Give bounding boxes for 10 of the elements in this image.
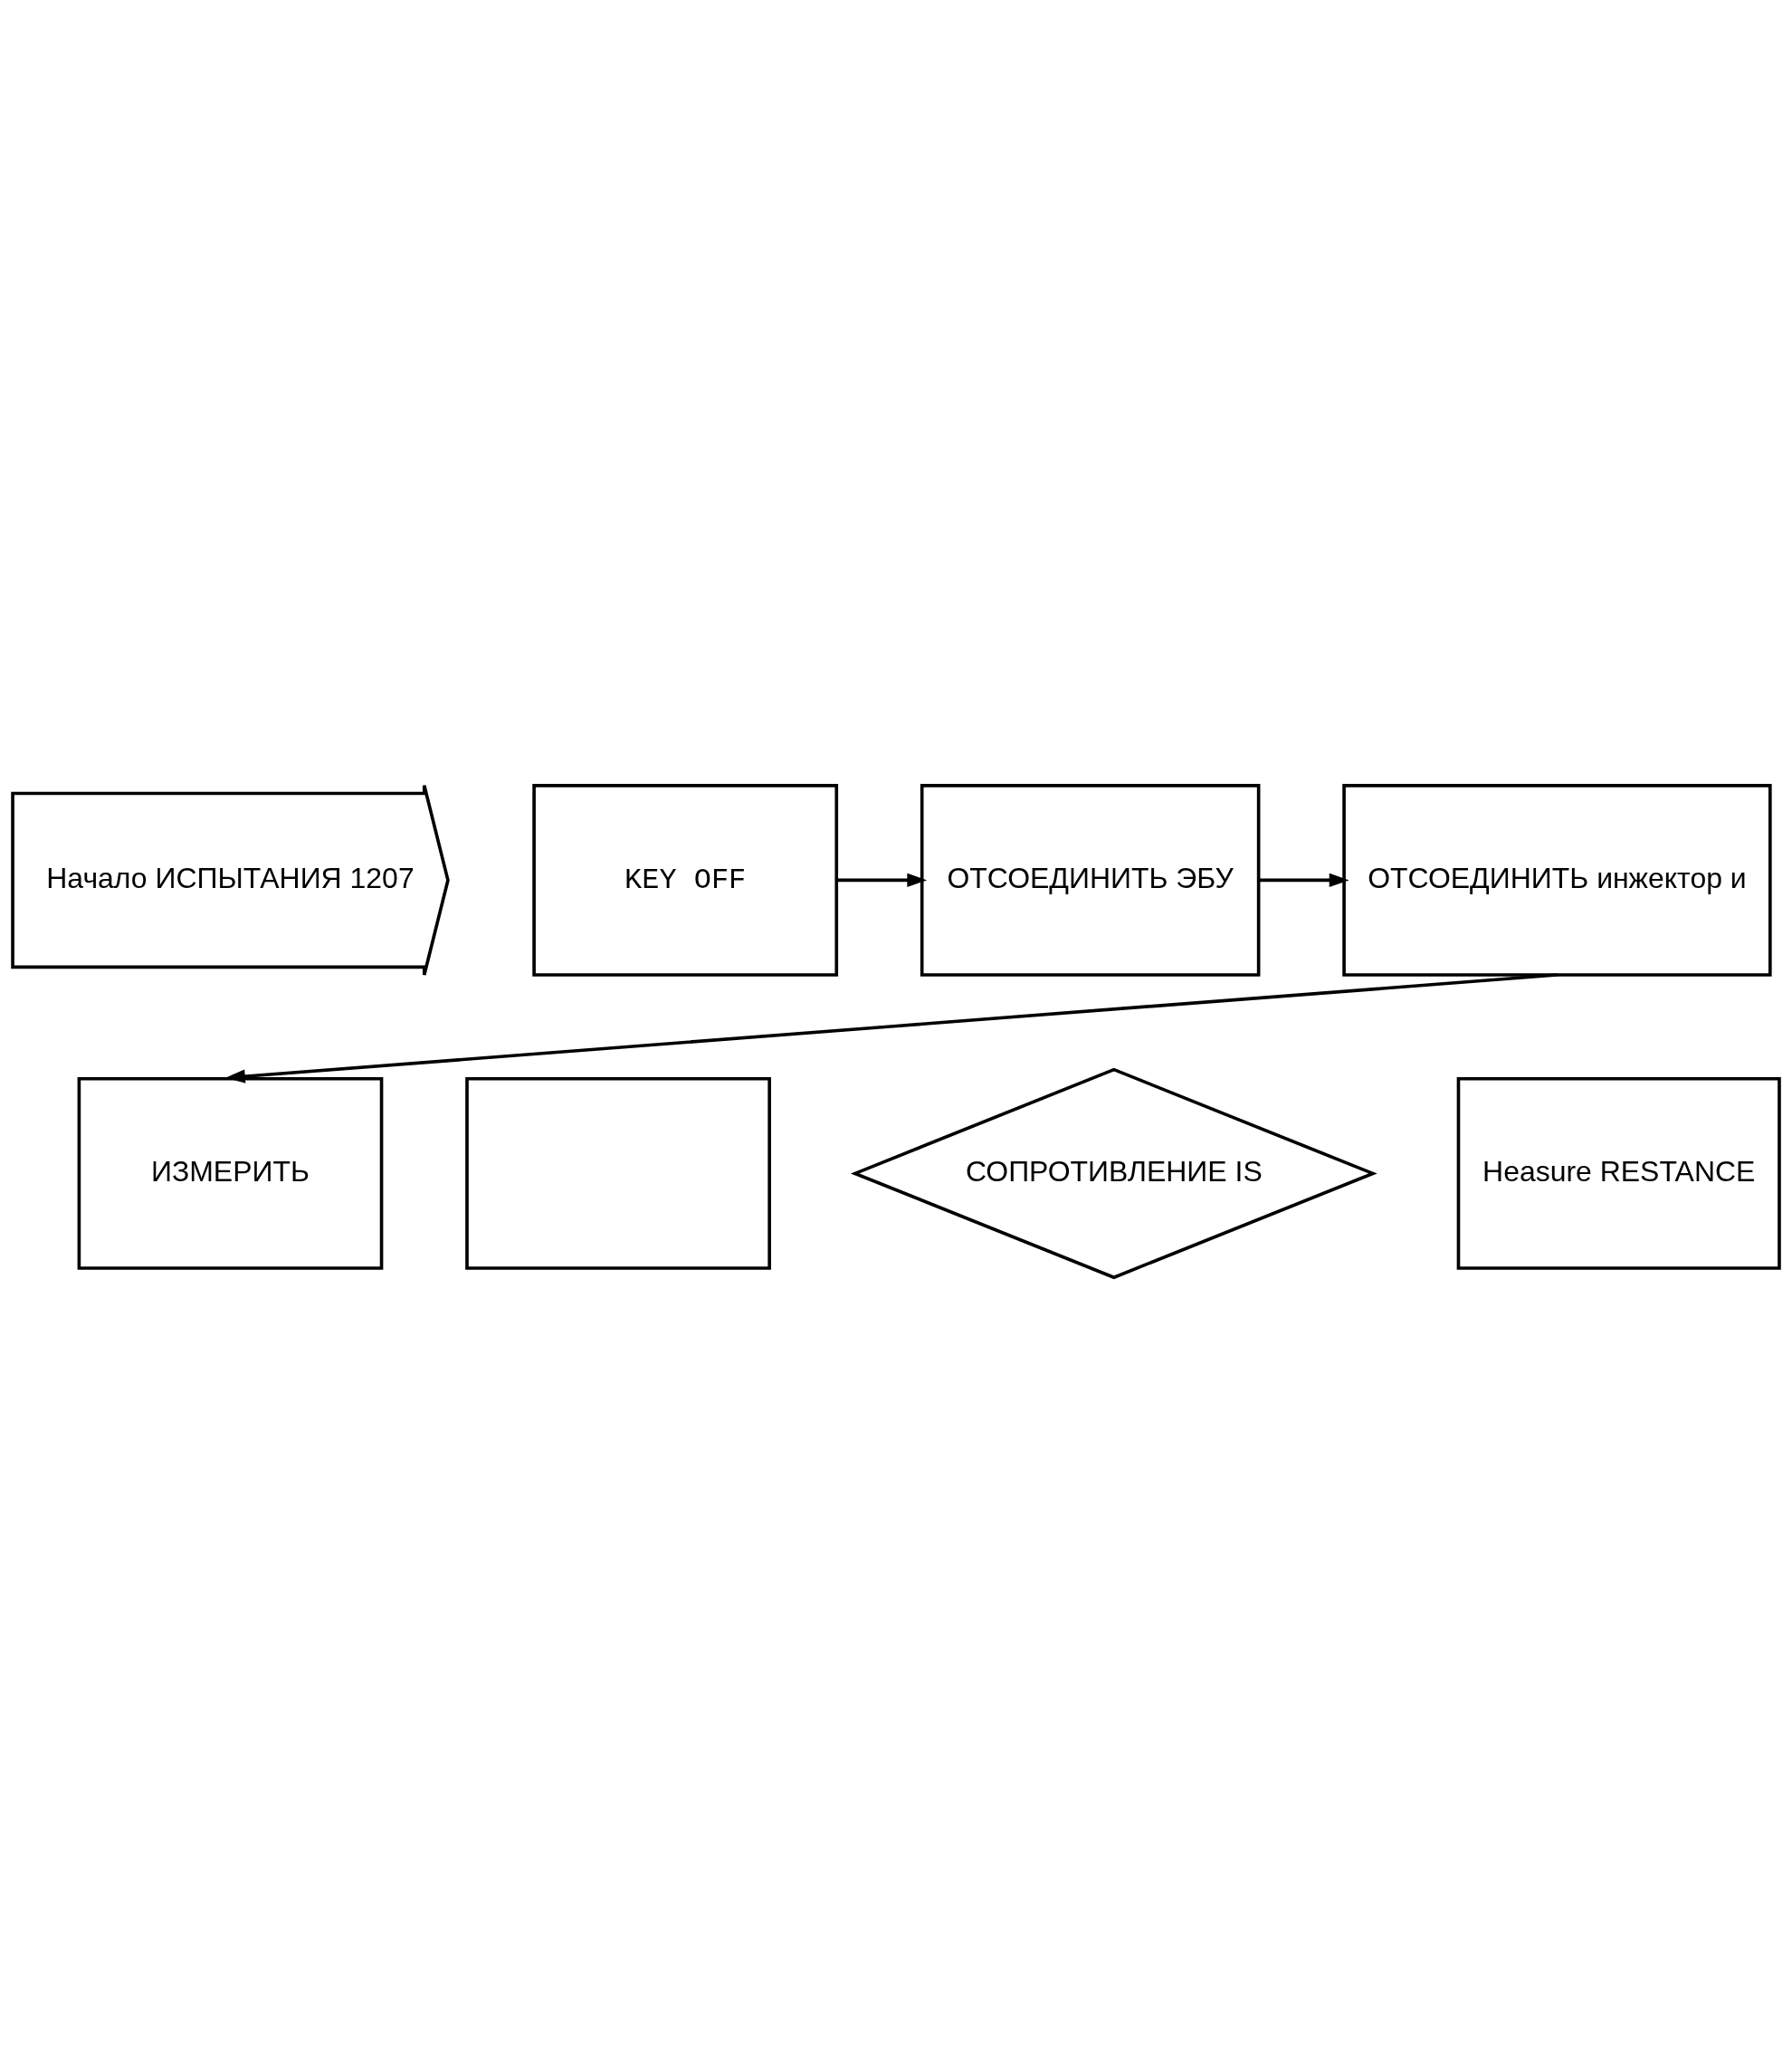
arrow <box>225 972 1558 1084</box>
node-box <box>465 1076 771 1270</box>
node-box: ОТСОЕДИНИТЬ ЭБУ <box>920 783 1261 977</box>
node-box: KEY OFF <box>532 783 839 977</box>
arrow <box>1258 873 1349 887</box>
node-box: Heasure RESTANCE <box>1456 1076 1781 1270</box>
node-diamond: СОПРОТИВЛЕНИЕ IS <box>850 1067 1377 1279</box>
arrow <box>836 873 928 887</box>
node-box: ОТСОЕДИНИТЬ инжектор и <box>1342 783 1772 977</box>
node-box: ИЗМЕРИТЬ <box>77 1076 384 1270</box>
